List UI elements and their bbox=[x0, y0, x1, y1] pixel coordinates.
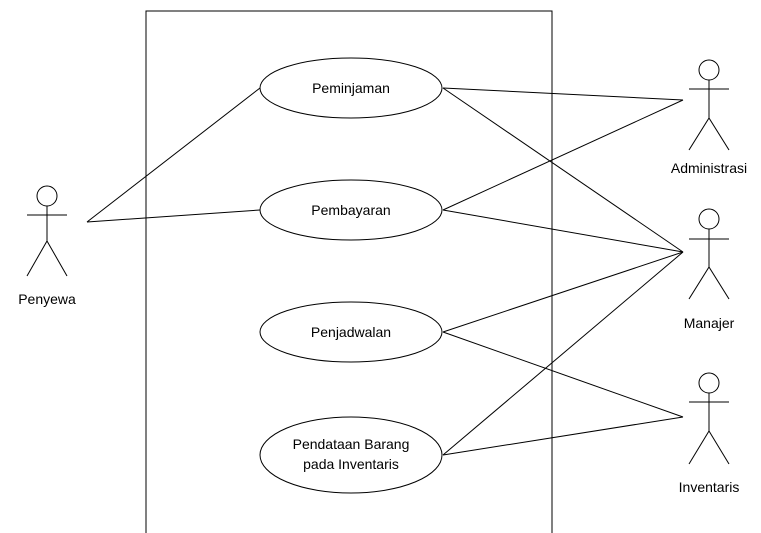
use-case-ellipse bbox=[259, 301, 443, 363]
actor-leg-left bbox=[26, 240, 48, 277]
use-case-label-line-1: Pendataan Barang bbox=[293, 436, 410, 452]
use-case-label-line-2: pada Inventaris bbox=[303, 456, 399, 472]
association-pembayaran-administrasi bbox=[442, 99, 684, 211]
association-pendataan-inventaris bbox=[442, 416, 684, 456]
use-case-ellipse bbox=[259, 57, 443, 119]
actor-leg-left bbox=[688, 430, 710, 465]
actor-label-manajer: Manajer bbox=[684, 315, 735, 331]
use-case-label: Peminjaman bbox=[312, 80, 390, 96]
actor-label-inventaris: Inventaris bbox=[679, 479, 740, 495]
use-case-label: Penjadwalan bbox=[311, 324, 391, 340]
association-pembayaran-manajer bbox=[442, 209, 684, 253]
actor-head bbox=[698, 59, 720, 81]
association-pendataan-manajer bbox=[442, 251, 684, 456]
system-boundary bbox=[145, 10, 553, 533]
actor-leg-right bbox=[46, 240, 68, 277]
actor-leg-right bbox=[708, 430, 730, 465]
association-peminjaman-manajer bbox=[442, 87, 684, 253]
actor-leg-left bbox=[688, 266, 710, 300]
actor-penyewa bbox=[26, 185, 68, 277]
use-case-label: Pembayaran bbox=[311, 202, 390, 218]
association-penjadwalan-inventaris bbox=[442, 331, 684, 418]
actor-head bbox=[36, 185, 58, 207]
association-peminjaman-administrasi bbox=[442, 87, 684, 101]
actor-head bbox=[698, 208, 720, 230]
actor-label-administrasi: Administrasi bbox=[671, 160, 747, 176]
actor-leg-left bbox=[688, 117, 710, 151]
actor-inventaris bbox=[688, 372, 730, 465]
association-penyewa-pembayaran bbox=[86, 209, 261, 223]
actor-label-penyewa: Penyewa bbox=[18, 291, 76, 307]
association-penjadwalan-manajer bbox=[442, 251, 684, 333]
actor-leg-right bbox=[708, 266, 730, 300]
use-case-pembayaran: Pembayaran bbox=[259, 179, 443, 241]
use-case-peminjaman: Peminjaman bbox=[259, 57, 443, 119]
actor-head bbox=[698, 372, 720, 394]
actor-manajer bbox=[688, 208, 730, 300]
actor-administrasi bbox=[688, 59, 730, 151]
actor-leg-right bbox=[708, 117, 730, 151]
use-case-ellipse bbox=[259, 416, 443, 494]
use-case-ellipse bbox=[259, 179, 443, 241]
use-case-penjadwalan: Penjadwalan bbox=[259, 301, 443, 363]
association-penyewa-peminjaman bbox=[86, 87, 261, 223]
use-case-pendataan: Pendataan Barang pada Inventaris bbox=[259, 416, 443, 494]
associations bbox=[86, 87, 684, 456]
